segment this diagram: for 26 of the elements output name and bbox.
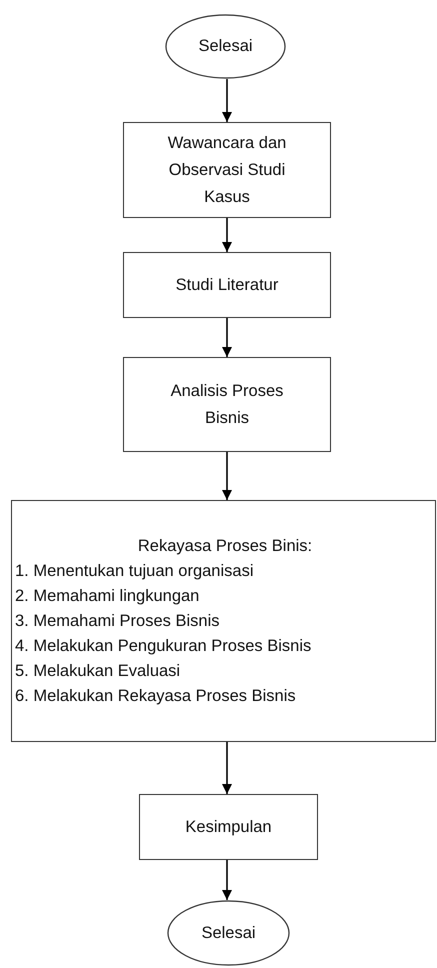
process-box — [123, 252, 331, 318]
arrow — [222, 742, 232, 794]
list-item: 1. Menentukan tujuan organisasi — [14, 560, 254, 582]
process-box — [139, 794, 318, 860]
arrow — [222, 218, 232, 252]
box-heading: Rekayasa Proses Binis: — [136, 536, 314, 556]
node-label: Selesai — [198, 36, 253, 57]
arrow — [222, 452, 232, 500]
terminal-ellipse — [165, 14, 286, 79]
list-item: 5. Melakukan Evaluasi — [14, 660, 182, 682]
terminal-ellipse — [167, 900, 290, 966]
node-label: Studi Literatur — [174, 274, 280, 296]
arrow — [222, 860, 232, 900]
arrow — [222, 318, 232, 357]
node-label: Wawancara dan Observasi Studi Kasus — [166, 132, 288, 208]
list-item: 4. Melakukan Pengukuran Proses Bisnis — [14, 636, 312, 656]
node-label: Analisis Proses Bisnis — [170, 380, 284, 428]
node-label: Kesimpulan — [184, 816, 273, 838]
list-item: 2. Memahami lingkungan — [14, 586, 200, 606]
process-box — [123, 122, 331, 218]
arrow — [222, 79, 232, 122]
process-box — [123, 357, 331, 452]
node-label: Selesai — [201, 922, 256, 944]
list-item: 6. Melakukan Rekayasa Proses Bisnis — [14, 686, 297, 706]
list-item: 3. Memahami Proses Bisnis — [14, 610, 220, 632]
process-box — [11, 500, 436, 742]
